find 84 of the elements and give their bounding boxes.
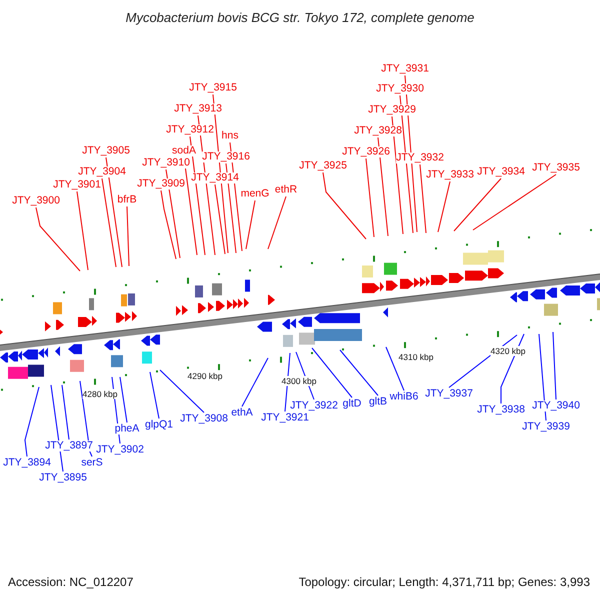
gene-label: JTY_3937 xyxy=(425,388,473,400)
gene-label: JTY_3895 xyxy=(39,472,87,484)
leader-line xyxy=(438,181,450,232)
gene-label: pheA xyxy=(114,424,140,434)
leader-line xyxy=(340,350,378,396)
gene-label: menG xyxy=(240,188,270,200)
gene-label: JTY_3930 xyxy=(376,84,424,94)
gene-label: JTY_3929 xyxy=(368,104,416,116)
leader-line xyxy=(392,116,404,234)
gene-label: JTY_3916 xyxy=(202,152,250,162)
leader-line xyxy=(366,158,374,238)
leader-line xyxy=(552,332,556,400)
gene-label: glpQ1 xyxy=(144,420,174,430)
leader-line xyxy=(166,169,180,258)
scale-label: 4300 kbp xyxy=(282,376,316,386)
leader-line xyxy=(268,196,286,250)
gene-label: JTY_3912 xyxy=(166,124,214,136)
gene-label: JTY_3925 xyxy=(299,160,347,172)
leader-line xyxy=(312,348,352,398)
leader-line xyxy=(62,384,70,440)
leader-line xyxy=(50,384,64,472)
leader-line xyxy=(102,178,116,268)
gene-label: JTY_3933 xyxy=(426,170,474,180)
gene-label: serS xyxy=(81,458,103,468)
leader-line xyxy=(378,137,388,236)
gene-label: JTY_3913 xyxy=(174,104,222,114)
gene-label: JTY_3940 xyxy=(532,400,580,412)
gene-label: JTY_3928 xyxy=(354,126,402,136)
leader-line xyxy=(76,191,88,270)
leader-line xyxy=(150,372,160,419)
gene-label: bfrB xyxy=(117,194,137,206)
gene-label: JTY_3904 xyxy=(78,166,126,178)
leader-line xyxy=(226,163,236,254)
gene-label: sodA xyxy=(172,146,196,156)
scale-label: 4290 kbp xyxy=(188,371,222,381)
gene-label: JTY_3939 xyxy=(522,422,570,432)
gene-label: whiB6 xyxy=(390,392,418,402)
leader-line xyxy=(420,164,426,234)
gene-label: JTY_3931 xyxy=(381,64,429,74)
leader-line xyxy=(386,346,404,391)
leader-line xyxy=(120,376,128,423)
footer-text: Topology: circular; Length: 4,371,711 bp; Genes: 3,993 xyxy=(298,577,590,587)
gene-label: JTY_3934 xyxy=(477,166,525,178)
gene-label: JTY_3897 xyxy=(45,440,93,452)
leader-line xyxy=(24,386,40,457)
leader-line xyxy=(36,207,80,272)
gene-label: JTY_3910 xyxy=(142,158,190,168)
scale-label: 4310 kbp xyxy=(398,352,434,362)
leader-line xyxy=(538,334,546,421)
leader-line xyxy=(160,190,176,260)
scale-label: 4280 kbp xyxy=(82,389,118,399)
leader-line xyxy=(160,370,204,413)
gene-label: JTY_3926 xyxy=(342,146,390,158)
leader-line xyxy=(322,172,366,240)
scale-label: 4320 kbp xyxy=(490,346,526,356)
leader-line xyxy=(454,178,502,232)
gene-label: JTY_3909 xyxy=(137,178,185,190)
gene-label: JTY_3922 xyxy=(290,400,338,412)
footer-text: Accession: NC_012207 xyxy=(8,577,134,587)
leader-line xyxy=(106,157,122,268)
leader-line xyxy=(190,136,206,256)
leader-line xyxy=(126,206,130,266)
gene-label: JTY_3915 xyxy=(189,82,237,94)
gene-label: JTY_3914 xyxy=(191,172,239,184)
gene-label: JTY_3900 xyxy=(12,196,60,206)
gene-label: JTY_3932 xyxy=(396,152,444,164)
gene-label: JTY_3902 xyxy=(96,444,144,456)
gene-label: JTY_3901 xyxy=(53,180,101,190)
leader-line xyxy=(242,358,268,407)
gene-label: ethA xyxy=(231,408,253,418)
gene-label: JTY_3894 xyxy=(3,458,51,468)
gene-label: ethR xyxy=(274,184,298,196)
gene-label: JTY_3905 xyxy=(82,146,130,156)
gene-label: JTY_3908 xyxy=(180,414,228,424)
diagram-title: Mycobacterium bovis BCG str. Tokyo 172, complete genome xyxy=(124,10,476,25)
leader-line xyxy=(246,200,256,250)
gene-label: JTY_3921 xyxy=(261,412,309,424)
leader-line xyxy=(472,174,556,230)
gene-label: JTY_3935 xyxy=(532,162,580,174)
gene-label: gltD xyxy=(342,398,362,410)
gene-label: hns xyxy=(222,130,238,142)
leader-line xyxy=(214,184,226,254)
gene-label: gltB xyxy=(368,396,388,408)
gene-label: JTY_3938 xyxy=(477,404,525,416)
